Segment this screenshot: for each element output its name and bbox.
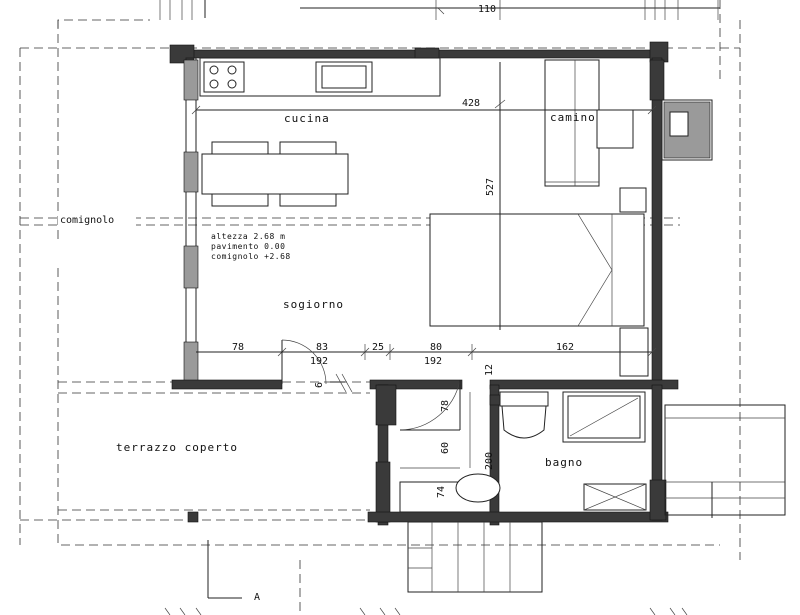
door-swings: [281, 339, 461, 431]
bathroom-fixtures: [499, 391, 647, 511]
comignolo-label-bg: [58, 214, 136, 226]
vertical-dimension: [494, 62, 506, 330]
section-marker: [207, 540, 242, 599]
dim-192-a: 192: [310, 356, 328, 367]
dim-bath-200: 200: [484, 452, 495, 470]
dim-6: 6: [314, 382, 325, 388]
dim-83: 83: [316, 342, 328, 353]
note-pavimento: pavimento 0.00: [211, 242, 285, 251]
section-marker-label: A: [254, 592, 260, 603]
dining-table: [201, 141, 349, 207]
dim-162: 162: [556, 342, 574, 353]
label-comignolo: comignolo: [60, 215, 114, 226]
top-dimension: [159, 0, 720, 20]
bottom-ticks: [164, 607, 688, 615]
exterior-deck: [664, 404, 786, 518]
dim-25: 25: [372, 342, 384, 353]
room-label-bagno: bagno: [545, 456, 583, 469]
note-altezza: altezza 2.68 m: [211, 232, 285, 241]
dim-interior-width: 428: [462, 98, 480, 109]
room-label-camino: camino: [550, 111, 596, 124]
room-label-cucina: cucina: [284, 112, 330, 125]
note-comignolo-level: comignolo +2.68: [211, 252, 291, 261]
room-label-terrazzo: terrazzo coperto: [116, 441, 238, 454]
dim-12: 12: [484, 364, 495, 376]
entrance-stairs: [407, 521, 543, 593]
kitchen-counter: [199, 57, 441, 97]
dim-80: 80: [430, 342, 442, 353]
dim-interior-height: 527: [485, 178, 496, 196]
dim-78: 78: [232, 342, 244, 353]
dim-hall-60: 60: [440, 442, 451, 454]
width-dimension: [191, 105, 657, 115]
fireplace: [544, 59, 713, 213]
main-walls: [169, 41, 679, 526]
hall-fixtures: [399, 392, 501, 513]
dim-hall-74: 74: [436, 486, 447, 498]
dim-192-b: 192: [424, 356, 442, 367]
dim-top-110: 110: [478, 4, 496, 15]
room-label-sogiorno: sogiorno: [283, 298, 344, 311]
dim-hall-78: 78: [440, 400, 451, 412]
